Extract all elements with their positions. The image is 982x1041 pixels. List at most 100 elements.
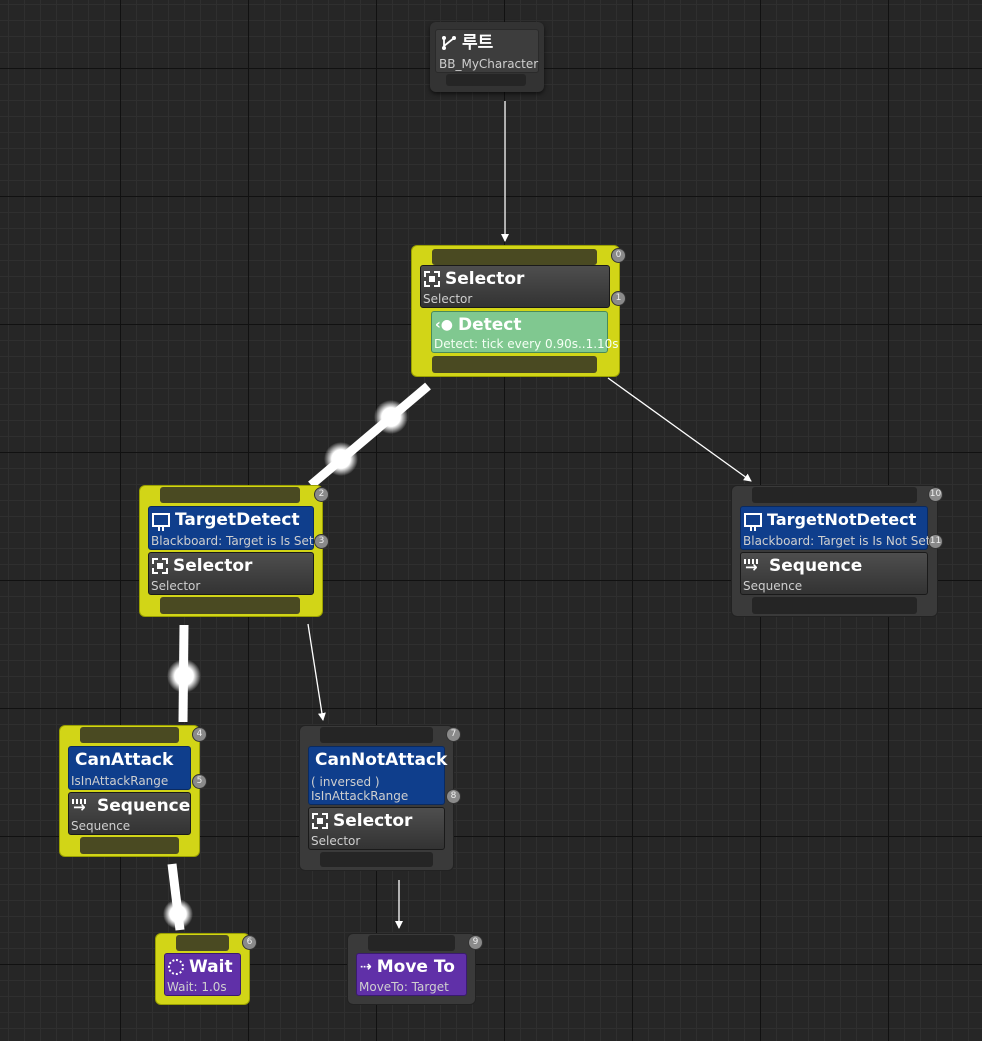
output-pin[interactable] <box>752 597 917 614</box>
wire-flow-dot <box>167 659 201 693</box>
wire-selector-to-targetnotdetect <box>607 377 752 482</box>
wire-targetdetect-to-cannotattack <box>307 623 326 721</box>
root-title: 루트 <box>462 33 494 53</box>
selector-composite[interactable]: Selector Selector <box>148 552 314 595</box>
composite-title: Sequence <box>769 556 863 576</box>
sequence-composite[interactable]: Sequence Sequence <box>740 552 928 595</box>
wait-task[interactable]: Wait Wait: 1.0s <box>164 953 241 996</box>
output-pin[interactable] <box>80 837 179 854</box>
sequence-icon <box>744 558 764 575</box>
composite-title: Selector <box>333 811 413 831</box>
input-pin[interactable] <box>368 935 455 951</box>
composite-title: Sequence <box>97 796 191 816</box>
decorator-title: TargetNotDetect <box>767 510 917 529</box>
execution-index-badge: 0 <box>612 249 625 262</box>
input-pin[interactable] <box>80 727 179 743</box>
task-subtitle: Wait: 1.0s <box>167 980 227 994</box>
composite-subtitle: Selector <box>151 579 201 593</box>
input-pin[interactable] <box>752 487 917 503</box>
task-title: Move To <box>376 957 455 977</box>
execution-index-badge: 4 <box>193 728 206 741</box>
move-to-task[interactable]: ⇢ Move To MoveTo: Target <box>356 953 467 996</box>
title-row: TargetNotDetect <box>744 509 916 531</box>
can-not-attack-decorator[interactable]: CanNotAttack ( inversed ) IsInAttackRang… <box>308 746 447 805</box>
execution-index-badge: 1 <box>612 292 625 305</box>
execution-index-badge: 2 <box>315 488 328 501</box>
title-row: Wait <box>168 956 233 978</box>
title-row: ⇢ Move To <box>360 956 455 978</box>
composite-title: Selector <box>445 269 525 289</box>
move-to-task-node[interactable]: ⇢ Move To MoveTo: Target 9 <box>348 934 482 1004</box>
execution-index-badge: 5 <box>193 775 206 788</box>
decorator-title: CanAttack <box>75 750 174 770</box>
composite-subtitle: Sequence <box>743 579 803 593</box>
sequence-composite[interactable]: Sequence Sequence <box>68 792 191 835</box>
input-pin[interactable] <box>432 249 597 265</box>
can-not-attack-node[interactable]: CanNotAttack ( inversed ) IsInAttackRang… <box>300 726 460 870</box>
decorator-title: TargetDetect <box>175 510 300 530</box>
input-pin[interactable] <box>320 727 433 743</box>
execution-index-badge: 8 <box>447 790 460 803</box>
wait-icon <box>168 959 184 975</box>
selector-composite[interactable]: Selector Selector <box>308 807 445 850</box>
selector-icon <box>312 813 328 829</box>
target-detect-decorator[interactable]: TargetDetect Blackboard: Target is Is Se… <box>148 506 314 550</box>
composite-title: Selector <box>173 556 253 576</box>
service-icon: ‹● <box>435 317 453 333</box>
execution-index-badge: 3 <box>315 535 328 548</box>
output-pin[interactable] <box>160 597 300 614</box>
root-header: 루트 BB_MyCharacter <box>435 29 539 73</box>
title-row: ‹● Detect <box>435 314 522 336</box>
selector-root-node[interactable]: Selector Selector ‹● Detect Detect: tick… <box>412 246 625 376</box>
title-row: CanNotAttack <box>315 749 447 771</box>
detect-service[interactable]: ‹● Detect Detect: tick every 0.90s..1.10… <box>431 311 619 353</box>
decorator-subtitle: IsInAttackRange <box>71 774 169 788</box>
execution-index-badge: 10 <box>929 488 942 501</box>
selector-composite[interactable]: Selector Selector <box>420 265 610 308</box>
input-pin[interactable] <box>160 487 300 503</box>
decorator-subtitle: Blackboard: Target is Is Set <box>151 534 314 548</box>
task-subtitle: MoveTo: Target <box>359 980 449 994</box>
decorator-title: CanNotAttack <box>315 750 448 770</box>
wire-flow-dot <box>324 442 358 476</box>
sequence-icon <box>72 798 92 815</box>
root-output-pin[interactable] <box>446 74 526 86</box>
can-attack-decorator[interactable]: CanAttack IsInAttackRange <box>68 746 191 790</box>
root-node[interactable]: 루트 BB_MyCharacter <box>430 22 544 92</box>
execution-index-badge: 9 <box>469 936 482 949</box>
wire-flow-dot <box>163 899 193 929</box>
target-not-detect-decorator[interactable]: TargetNotDetect Blackboard: Target is Is… <box>740 506 931 550</box>
blackboard-icon <box>152 513 170 531</box>
title-row: Sequence <box>72 795 190 817</box>
composite-subtitle: Sequence <box>71 819 131 833</box>
wait-task-node[interactable]: Wait Wait: 1.0s 6 <box>156 934 256 1004</box>
decorator-subtitle: IsInAttackRange <box>311 789 409 803</box>
service-subtitle: Detect: tick every 0.90s..1.10s <box>434 337 619 351</box>
title-row: Selector <box>312 810 412 832</box>
composite-subtitle: Selector <box>423 292 473 306</box>
branch-icon <box>442 36 456 50</box>
root-title-row: 루트 <box>441 32 493 54</box>
target-detect-node[interactable]: TargetDetect Blackboard: Target is Is Se… <box>140 486 328 616</box>
execution-index-badge: 6 <box>243 936 256 949</box>
title-row: TargetDetect <box>152 509 300 531</box>
blackboard-icon <box>744 513 762 531</box>
decorator-subtitle: Blackboard: Target is Is Not Set <box>743 534 931 548</box>
title-row: Sequence <box>744 555 862 577</box>
selector-icon <box>152 558 168 574</box>
target-not-detect-node[interactable]: TargetNotDetect Blackboard: Target is Is… <box>732 486 942 616</box>
root-subtitle: BB_MyCharacter <box>439 57 539 71</box>
input-pin[interactable] <box>176 935 229 951</box>
execution-index-badge: 7 <box>447 728 460 741</box>
task-title: Wait <box>189 957 233 977</box>
title-row: Selector <box>152 555 252 577</box>
can-attack-node[interactable]: CanAttack IsInAttackRange Sequence Seque… <box>60 726 206 856</box>
wire-flow-dot <box>374 400 408 434</box>
service-title: Detect <box>458 315 522 335</box>
decorator-inversed-note: ( inversed ) <box>311 775 380 789</box>
title-row: CanAttack <box>75 749 173 771</box>
output-pin[interactable] <box>432 356 597 373</box>
output-pin[interactable] <box>320 852 433 867</box>
